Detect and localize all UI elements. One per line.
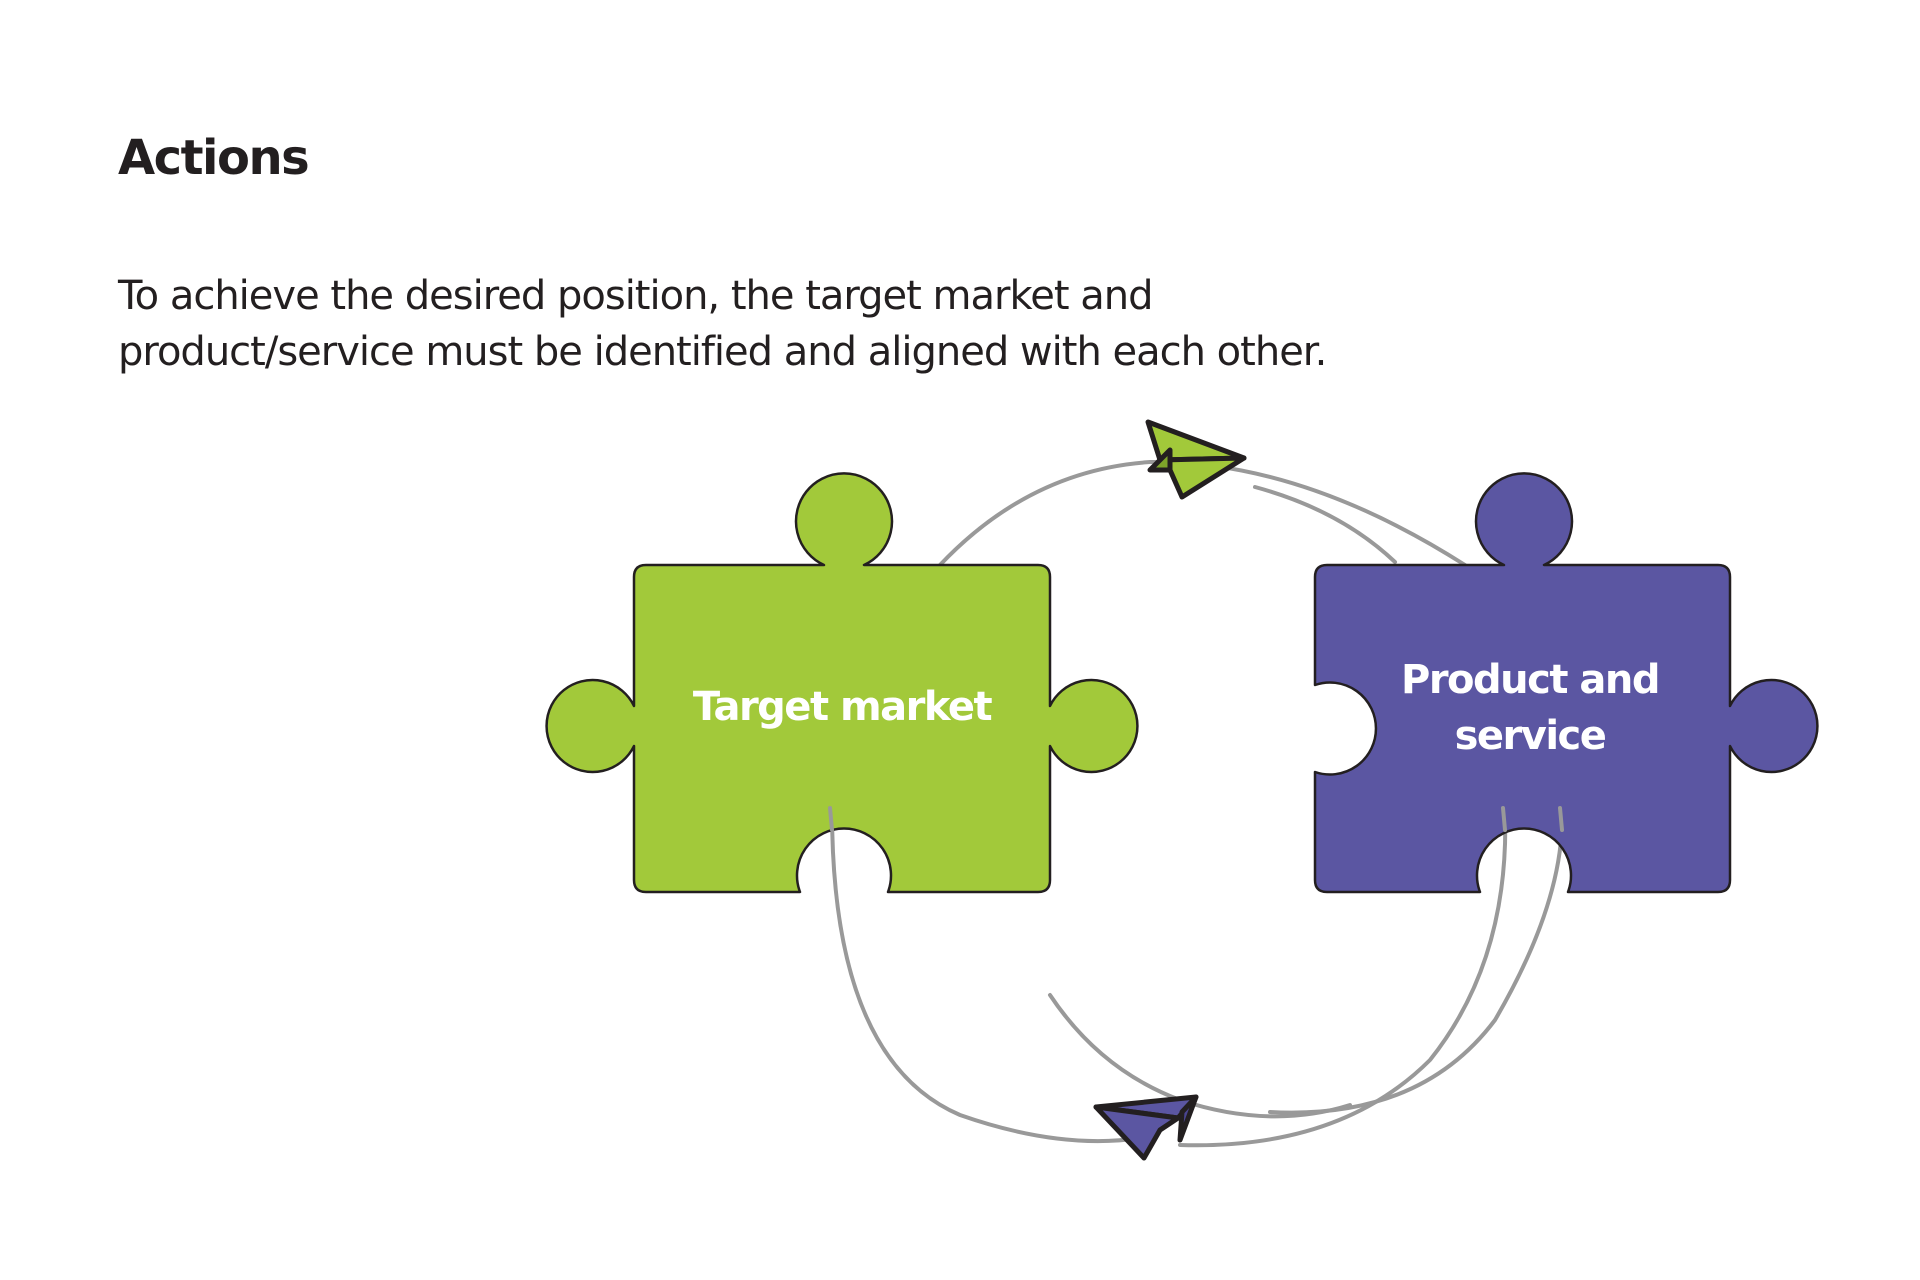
target-market-piece: Target market — [545, 472, 1139, 894]
top-arc-inner — [1253, 485, 1397, 564]
intro-line-2: product/service must be identified and a… — [118, 329, 1327, 375]
page-title: Actions — [118, 130, 310, 186]
paper-plane-icon-green — [1145, 419, 1247, 500]
product-service-label-line-2: service — [1455, 713, 1606, 759]
bottom-inner-arc — [1048, 993, 1352, 1119]
cycle-arrows-front — [828, 806, 1564, 832]
product-service-piece: Product and service — [1313, 472, 1819, 894]
left-arc-start — [828, 806, 834, 832]
right-arc-inner — [1268, 808, 1565, 1115]
cycle-arrows — [830, 459, 1565, 1148]
left-arc — [830, 808, 1142, 1144]
target-market-shape — [545, 472, 1139, 894]
product-service-shape — [1313, 472, 1819, 894]
target-market-label: Target market — [693, 684, 993, 730]
product-service-label-line-1: Product and — [1401, 657, 1659, 703]
intro-line-1: To achieve the desired position, the tar… — [118, 273, 1153, 319]
intro-text: To achieve the desired position, the tar… — [118, 268, 1518, 380]
right-arc-start — [1501, 806, 1507, 832]
right-arc-inner-start — [1558, 806, 1564, 832]
paper-plane-icon-purple — [1093, 1094, 1199, 1161]
right-arc-outer — [1178, 808, 1508, 1148]
